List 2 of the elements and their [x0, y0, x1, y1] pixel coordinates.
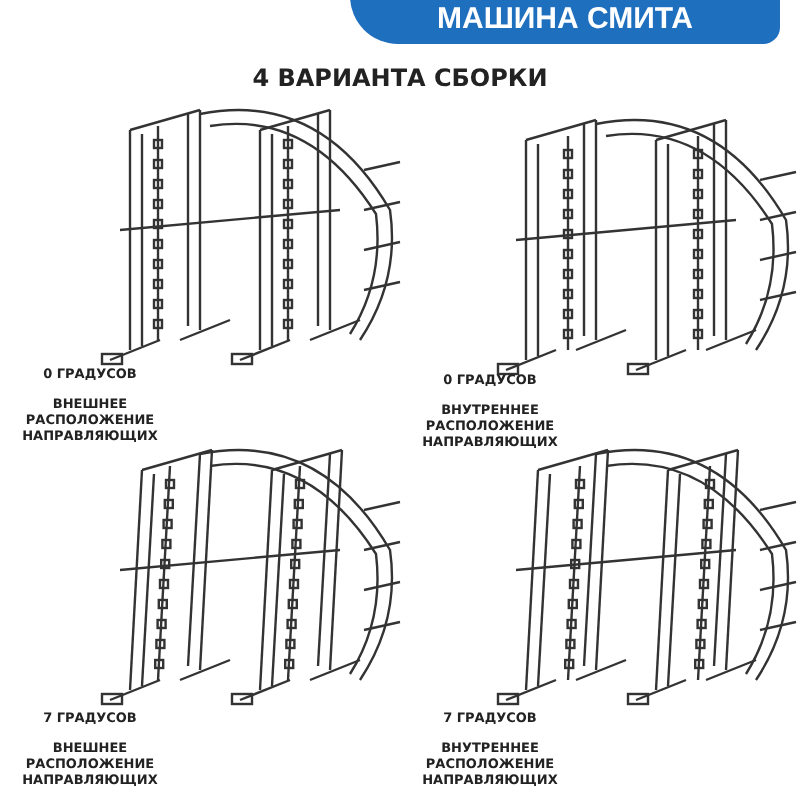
title-banner: МАШИНА СМИТА [350, 0, 780, 44]
subtitle: 4 ВАРИАНТА СБОРКИ [250, 64, 550, 92]
